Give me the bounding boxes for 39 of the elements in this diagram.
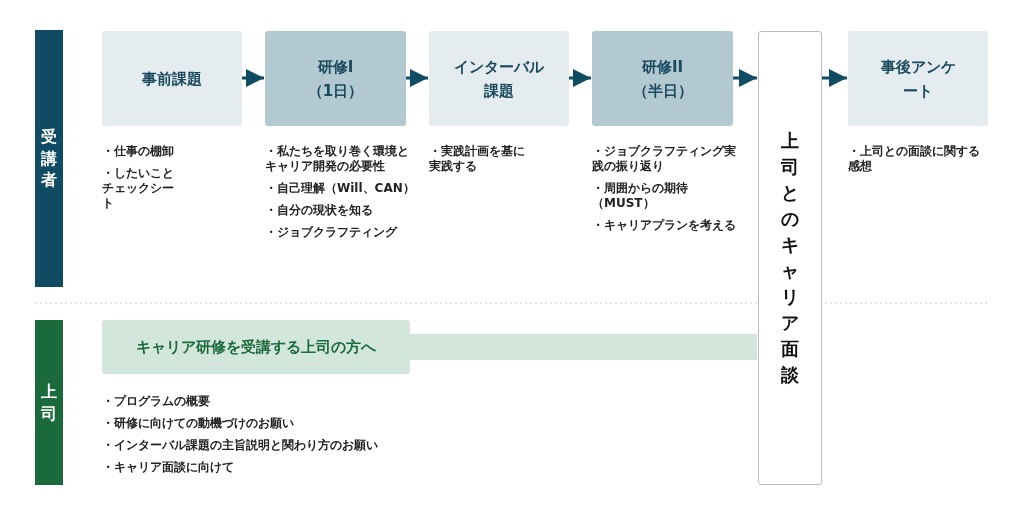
bullet-item: ・インターバル課題の主旨説明と関わり方のお願い: [102, 438, 379, 453]
bullet-item: ・自分の現状を知る: [265, 203, 374, 218]
step-box: [102, 31, 242, 126]
bullet-item: ・キャリアプランを考える: [592, 218, 737, 233]
vertical-label: 上司とのキャリア面談: [781, 128, 799, 388]
banner-title: キャリア研修を受講する上司の方へ: [136, 337, 376, 358]
block-arrow: [410, 334, 757, 360]
arrow: [822, 69, 847, 87]
bullet-item: ・自己理解（Will、CAN）: [265, 181, 415, 196]
side-band: [35, 30, 63, 287]
step-title: 事前課題: [142, 68, 202, 90]
bullet-item: ・ジョブクラフティング実践の振り返り: [592, 144, 737, 174]
bullet-item: ・したいことチェックシート: [102, 166, 175, 211]
bullet-item: ・キャリア面談に向けて: [102, 460, 235, 475]
bullet-item: ・ジョブクラフティング: [265, 225, 399, 240]
bullet-item: ・仕事の棚卸: [102, 144, 175, 159]
bullet-item: ・上司との面談に関する感想: [848, 144, 981, 174]
bullet-item: ・研修に向けての動機づけのお願い: [102, 416, 295, 431]
arrow: [569, 69, 591, 87]
vertical-label: 上司: [41, 380, 57, 425]
bullet-item: ・周囲からの期待（MUST）: [592, 181, 689, 211]
bullet-item: ・実践計画を基に実践する: [429, 144, 526, 174]
side-band: [35, 320, 63, 485]
step-box: [429, 31, 569, 126]
vertical-label: 受講者: [41, 126, 57, 191]
step-title: 研修II（半日）: [631, 56, 694, 102]
arrow: [406, 69, 428, 87]
step-title: 研修I（1日）: [307, 56, 364, 102]
step-box: [265, 31, 406, 126]
arrow: [733, 69, 757, 87]
banner-box: [102, 320, 410, 374]
arrow: [242, 69, 264, 87]
bullet-item: ・プログラムの概要: [102, 394, 211, 409]
step-title: 事後アンケート: [879, 56, 957, 102]
step-box: [592, 31, 733, 126]
step-title: インターバル課題: [453, 56, 545, 102]
interview-box: [758, 31, 822, 485]
bullet-item: ・私たちを取り巻く環境とキャリア開発の必要性: [265, 144, 410, 174]
step-box: [848, 31, 988, 126]
